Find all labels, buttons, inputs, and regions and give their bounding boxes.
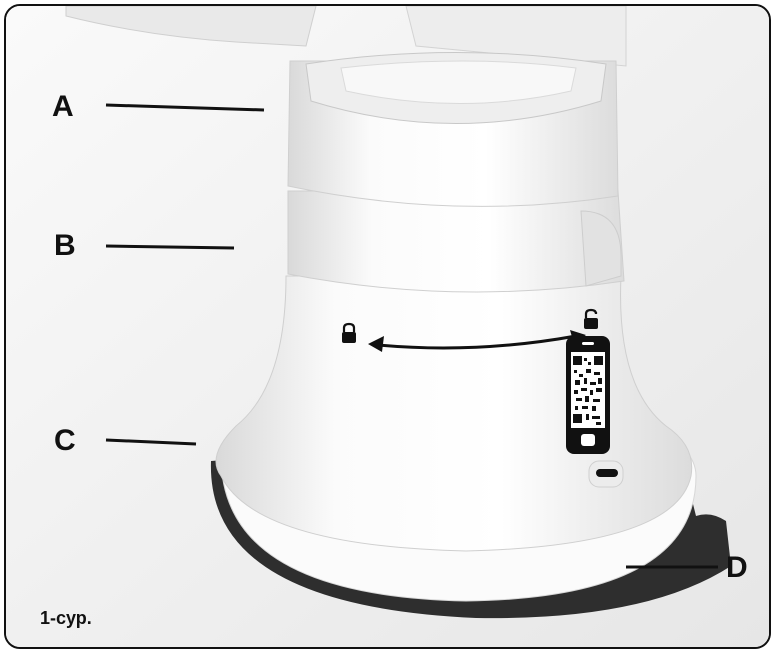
callout-c: C bbox=[54, 426, 76, 456]
callout-a: A bbox=[52, 92, 74, 122]
section-c-body bbox=[216, 276, 692, 551]
callout-line-b bbox=[106, 246, 234, 248]
base-slot bbox=[589, 461, 623, 487]
phone-qr-icon bbox=[566, 336, 610, 454]
callout-d: D bbox=[726, 553, 748, 583]
callout-b: B bbox=[54, 231, 76, 261]
device-illustration bbox=[6, 6, 771, 649]
figure-frame: A B C D bbox=[4, 4, 771, 649]
figure-caption: 1-сур. bbox=[40, 608, 92, 629]
